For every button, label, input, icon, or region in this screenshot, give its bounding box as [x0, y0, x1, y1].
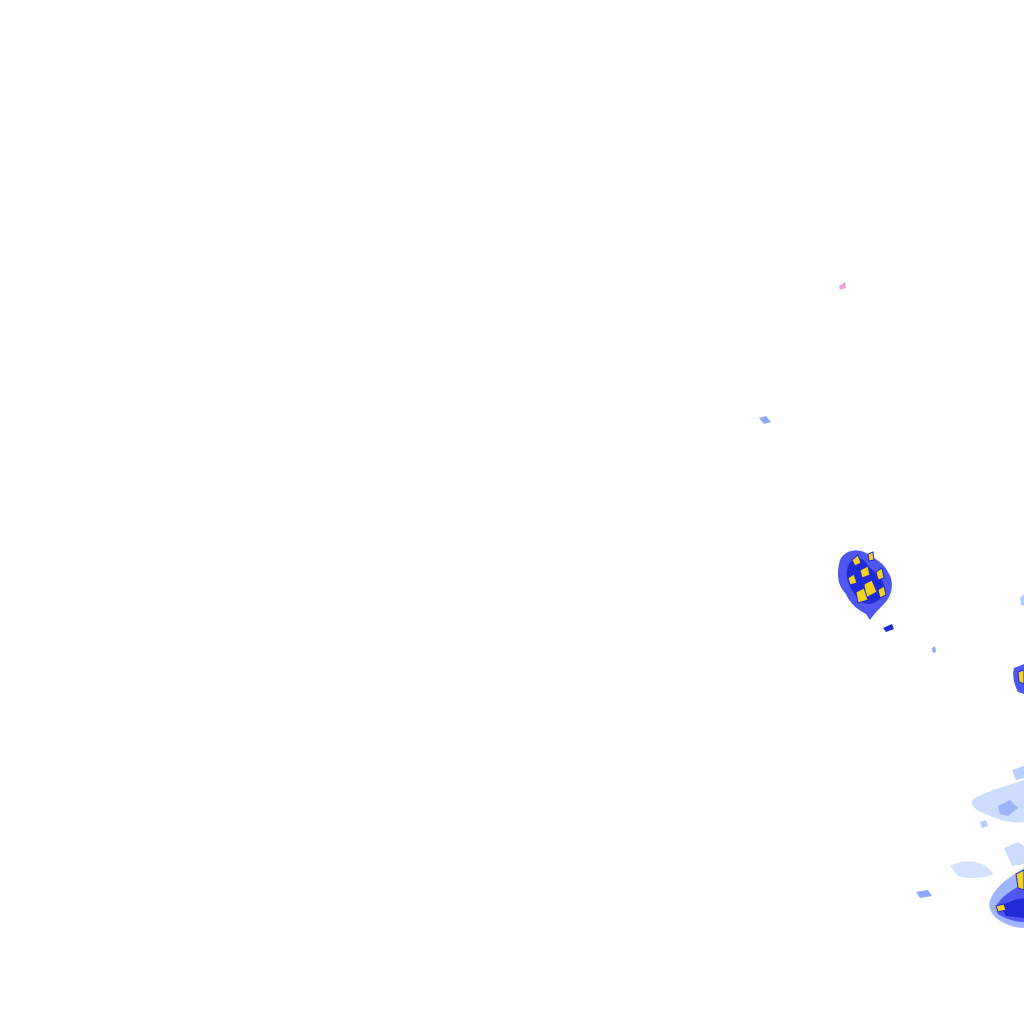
- light-echo-6: [916, 890, 932, 898]
- isolated-echoes: [759, 282, 1024, 653]
- storm-cell-right-edge-core: [1017, 669, 1024, 685]
- light-echo-3: [1012, 766, 1024, 780]
- storm-cell-main: [837, 550, 892, 620]
- core-6: [855, 587, 869, 604]
- storm-cell-lower-right-core-1: [995, 903, 1007, 913]
- storm-cell-right-edge: [1013, 664, 1024, 694]
- core-5: [875, 567, 885, 581]
- echo-speck-1: [839, 282, 846, 290]
- light-echo-1: [971, 780, 1024, 823]
- echo-speck-5: [1020, 594, 1024, 606]
- light-echo-2: [998, 800, 1018, 816]
- core-2: [859, 565, 871, 579]
- core-8: [877, 585, 887, 599]
- light-echo-5: [950, 861, 994, 879]
- core-1: [851, 554, 862, 567]
- light-echo-7: [1004, 842, 1024, 866]
- storm-cell-lower-right-heavy: [1000, 898, 1024, 918]
- echo-speck-4: [932, 646, 936, 653]
- echo-speck-2: [759, 416, 771, 424]
- storm-cell-main-cores: [847, 551, 887, 604]
- core-3: [847, 573, 858, 586]
- storm-cell-lower-right: [989, 868, 1024, 928]
- light-echo-band: [916, 766, 1024, 898]
- light-echo-4: [980, 820, 988, 828]
- storm-cell-lower-right-core-2: [1015, 869, 1024, 891]
- core-7: [867, 551, 875, 562]
- echo-speck-3: [883, 624, 894, 632]
